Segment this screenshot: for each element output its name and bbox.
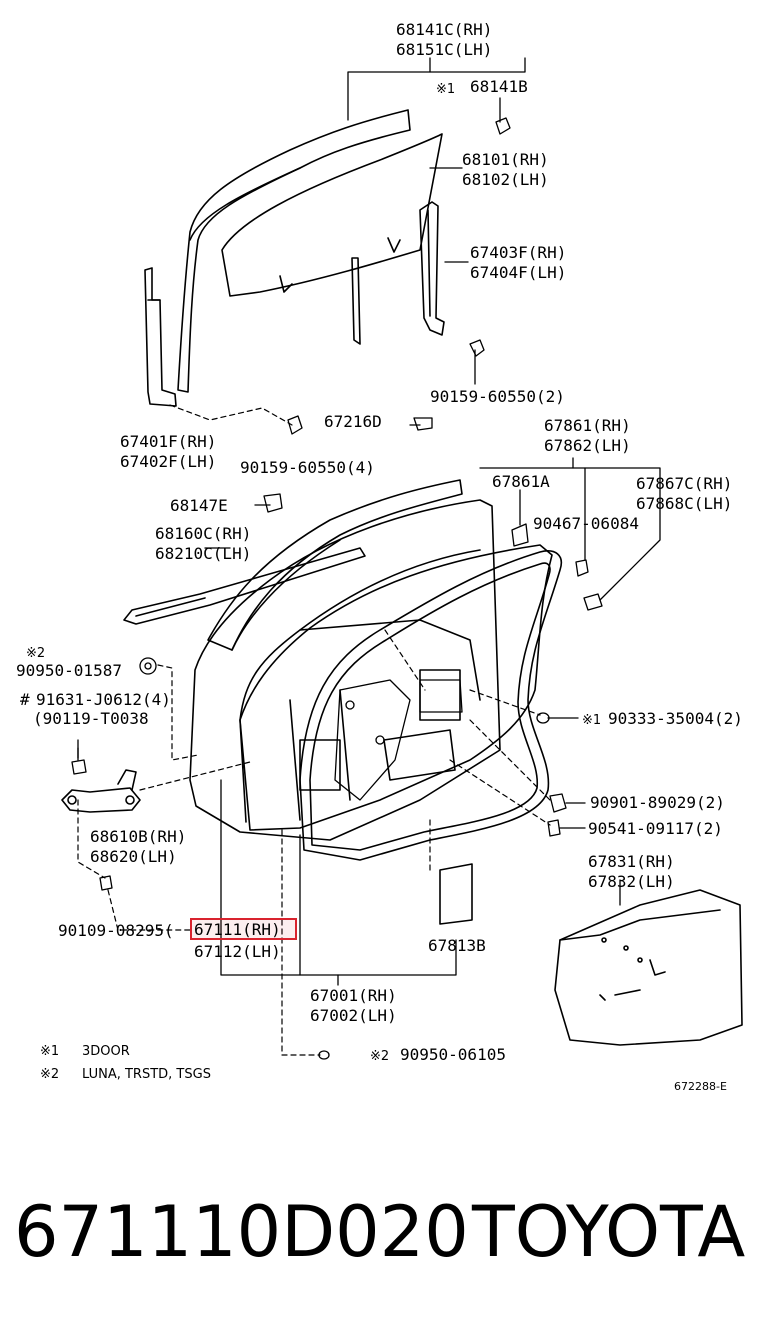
label-90333: 90333-35004(2) — [608, 709, 743, 728]
label-67401f: 67401F(RH) — [120, 432, 217, 451]
note-mark-1: ※1 — [436, 82, 456, 97]
label-68101: 68101(RH) — [462, 150, 549, 169]
label-68610b: 68610B(RH) — [90, 827, 187, 846]
label-67867c: 67867C(RH) — [636, 474, 733, 493]
label-67001: 67001(RH) — [310, 986, 397, 1005]
label-68620: 68620(LH) — [90, 847, 177, 866]
door-trim-67831 — [554, 889, 743, 1046]
regulator-mechanism — [334, 679, 463, 801]
door-shell-67001 — [189, 499, 501, 841]
inner-panel-67111 — [239, 544, 553, 831]
label-67813b: 67813B — [428, 936, 486, 955]
label-90901: 90901-89029(2) — [590, 793, 725, 812]
part-number: 671110D020 — [14, 1191, 469, 1273]
label-67831: 67831(RH) — [588, 852, 675, 871]
footnote-2-mark: ※2 — [40, 1067, 60, 1082]
label-67861: 67861(RH) — [544, 416, 631, 435]
label-67832: 67832(LH) — [588, 872, 675, 891]
label-90950a: 90950-01587 — [16, 661, 122, 680]
front-channel-67401f — [144, 267, 177, 407]
label-67868c: 67868C(LH) — [636, 494, 733, 513]
note-mark-2b: ※2 — [370, 1049, 390, 1064]
belt-moulding-68160c — [123, 547, 366, 625]
label-68102: 68102(LH) — [462, 170, 549, 189]
small-fasteners — [71, 117, 603, 1060]
label-67403f: 67403F(RH) — [470, 243, 567, 262]
label-68210c: 68210C(LH) — [155, 544, 252, 563]
window-run-68141c — [177, 109, 411, 393]
label-91631: 91631-J0612(4) — [36, 690, 171, 709]
footnote-1-text: 3DOOR — [82, 1044, 130, 1059]
label-90119: (90119-T0038 — [33, 709, 149, 728]
footer: 671110D020 TOYOTA — [0, 1190, 760, 1280]
leader-lines — [77, 57, 661, 986]
label-67862: 67862(LH) — [544, 436, 631, 455]
label-90109: 90109-08295( — [58, 921, 174, 940]
label-67404f: 67404F(LH) — [470, 263, 567, 282]
brand-name: TOYOTA — [472, 1191, 746, 1273]
note-mark-2a: ※2 — [26, 646, 46, 661]
door-glass-68101 — [221, 133, 443, 297]
label-90159-a: 90159-60550(2) — [430, 387, 565, 406]
label-68151c: 68151C(LH) — [396, 40, 493, 59]
label-91631-mark: # — [20, 690, 30, 709]
label-68160c: 68160C(RH) — [155, 524, 252, 543]
diagram-code: 672288-E — [674, 1080, 727, 1093]
label-67402f: 67402F(LH) — [120, 452, 217, 471]
label-67216d: 67216D — [324, 412, 382, 431]
door-frame-weatherstrip — [207, 479, 463, 651]
label-90159-b: 90159-60550(4) — [240, 458, 375, 477]
label-68141b: 68141B — [470, 77, 528, 96]
rear-channel-67403f — [419, 201, 445, 336]
label-90541: 90541-09117(2) — [588, 819, 723, 838]
highlight-box-67111 — [190, 918, 297, 940]
label-68147e: 68147E — [170, 496, 228, 515]
service-hole-cover-67813b — [439, 863, 473, 925]
label-67112: 67112(LH) — [194, 942, 281, 961]
label-90950b: 90950-06105 — [400, 1045, 506, 1064]
note-mark-1b: ※1 — [582, 713, 602, 728]
label-67111: 67111(RH) — [194, 920, 281, 939]
dashed-leaders — [77, 404, 551, 1056]
label-90467: 90467-06084 — [533, 514, 639, 533]
door-parts-diagram — [61, 57, 743, 1060]
label-67861a: 67861A — [492, 472, 550, 491]
footnote-2-text: LUNA, TRSTD, TSGS — [82, 1067, 211, 1082]
division-bar — [351, 257, 361, 345]
label-67002: 67002(LH) — [310, 1006, 397, 1025]
label-68141c: 68141C(RH) — [396, 20, 493, 39]
footnote-1-mark: ※1 — [40, 1044, 60, 1059]
hinge-68610b — [61, 769, 141, 813]
opening-weatherstrip-67861 — [299, 550, 562, 861]
